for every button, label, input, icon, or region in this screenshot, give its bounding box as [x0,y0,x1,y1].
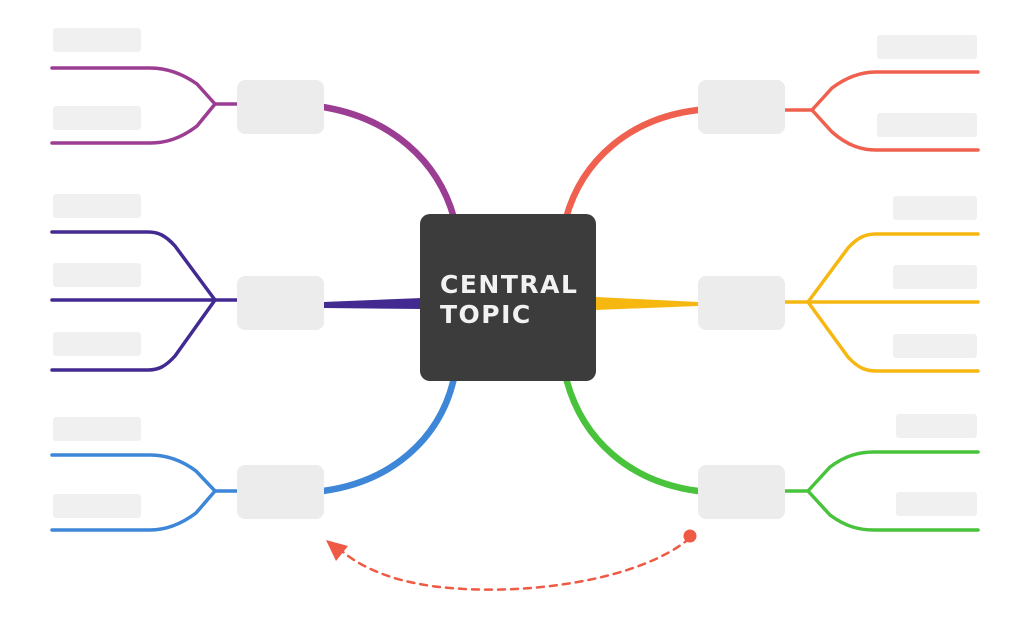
leaf-label-placeholder-middle-left-1 [53,194,141,218]
central-topic-node[interactable]: CENTRAL TOPIC [420,214,596,381]
branch-connector-bottom-right [562,374,702,495]
leaf-label-placeholder-top-left-2 [53,106,141,130]
subtopic-placeholder-bottom-right[interactable] [698,465,785,519]
central-topic-label: CENTRAL TOPIC [440,270,579,329]
leaf-label-placeholder-bottom-left-2 [53,494,141,518]
leaf-label-placeholder-middle-left-3 [53,332,141,356]
leaf-line-top-right-1 [810,70,980,112]
leaf-line-middle-right-1 [806,232,980,304]
leaf-label-placeholder-bottom-right-2 [896,492,977,516]
leaf-label-placeholder-top-right-1 [877,35,977,59]
branch-connector-top-left [319,103,458,222]
subtopic-placeholder-bottom-left[interactable] [237,465,324,519]
leaf-line-top-left-1 [50,66,217,106]
cycle-arrow-head-icon [326,540,348,561]
leaf-label-placeholder-middle-right-3 [893,334,977,358]
branch-connector-top-right [562,106,702,222]
branch-connector-bottom-left [319,374,458,495]
leaf-line-middle-left-3 [50,298,217,372]
leaf-line-middle-left-1 [50,230,217,302]
leaf-line-bottom-left-2 [50,489,217,532]
leaf-label-placeholder-top-right-2 [877,113,977,137]
leaf-line-middle-right-3 [806,300,980,373]
leaf-line-top-left-2 [50,102,217,145]
leaf-line-top-right-2 [810,108,980,152]
branch-connector-middle-left [323,298,422,309]
subtopic-placeholder-middle-right[interactable] [698,276,785,330]
subtopic-placeholder-top-right[interactable] [698,80,785,134]
subtopic-placeholder-top-left[interactable] [237,80,324,134]
leaf-label-placeholder-middle-right-2 [893,265,977,289]
leaf-label-placeholder-top-left-1 [53,28,141,52]
leaf-label-placeholder-bottom-right-1 [896,414,977,438]
leaf-label-placeholder-middle-right-1 [893,196,977,220]
leaf-line-bottom-right-2 [806,489,980,532]
leaf-label-placeholder-middle-left-2 [53,263,141,287]
cycle-arrow-dashed-line [341,536,692,591]
branch-connector-middle-right [596,297,698,310]
leaf-line-bottom-left-1 [50,453,217,493]
leaf-line-bottom-right-1 [806,450,980,493]
leaf-label-placeholder-bottom-left-1 [53,417,141,441]
subtopic-placeholder-middle-left[interactable] [237,276,324,330]
